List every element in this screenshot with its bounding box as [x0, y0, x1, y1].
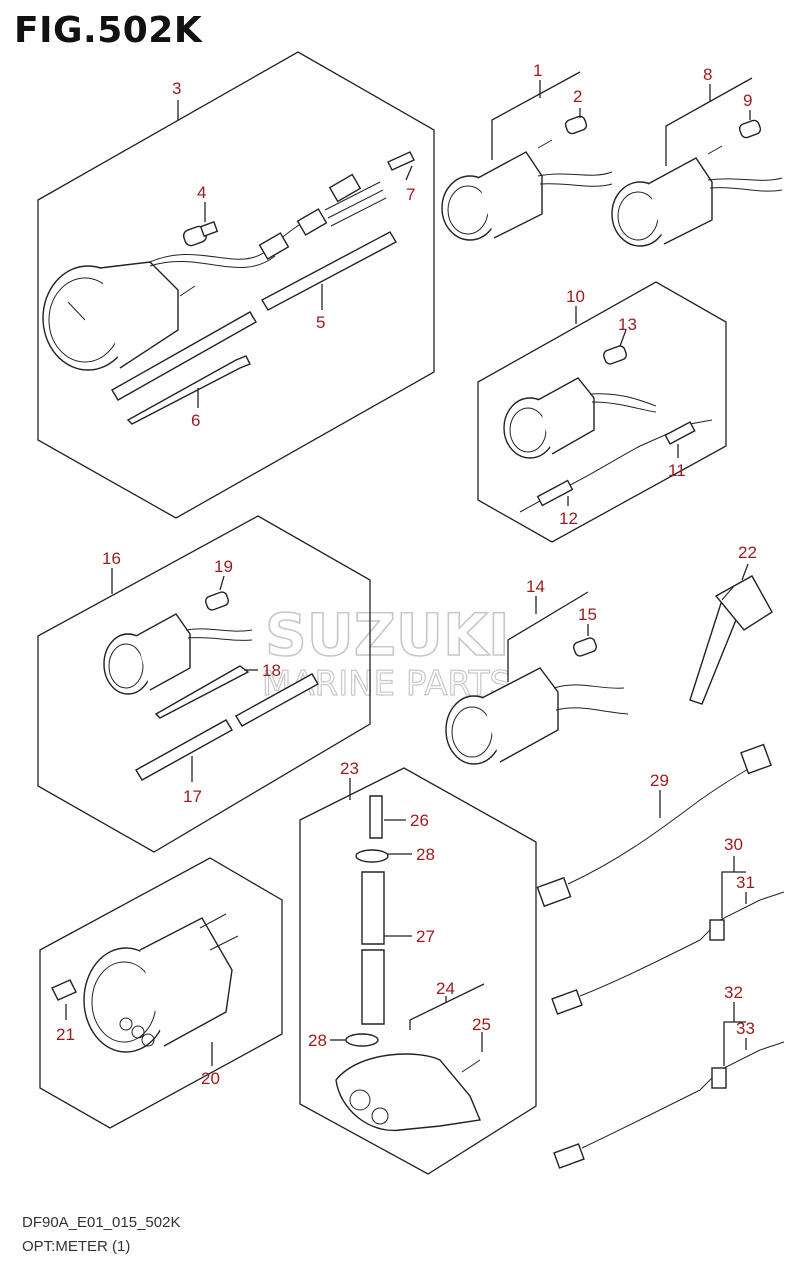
callout-30: 30: [724, 835, 743, 854]
group-1-meter: [441, 115, 613, 241]
callout-18: 18: [262, 661, 281, 680]
figure-name: OPT:METER (1): [22, 1238, 131, 1255]
callout-21: 21: [56, 1025, 75, 1044]
callout-3: 3: [172, 79, 181, 98]
callout-20: 20: [201, 1069, 220, 1088]
callout-11: 11: [668, 461, 686, 480]
group-20-outline: [39, 857, 283, 1129]
group-10-outline: [477, 281, 727, 543]
part-29-harness: [536, 743, 772, 908]
callout-8: 8: [703, 65, 712, 84]
callout-27: 27: [416, 927, 435, 946]
callout-16: 16: [102, 549, 121, 568]
group-14-meter: [445, 637, 629, 765]
callout-19: 19: [214, 557, 233, 576]
callout-14: 14: [526, 577, 545, 596]
callout-1: 1: [533, 61, 542, 80]
callout-4: 4: [197, 183, 206, 202]
figure-title: FIG.502K: [14, 10, 203, 51]
group-8-meter: [611, 119, 783, 247]
part-32-harness: [553, 1041, 785, 1169]
group-3-outline: [37, 51, 435, 519]
callout-17: 17: [183, 787, 202, 806]
callout-10: 10: [566, 287, 585, 306]
callout-32: 32: [724, 983, 743, 1002]
callout-9: 9: [743, 91, 752, 110]
callout-25: 25: [472, 1015, 491, 1034]
group-23-outline: [299, 767, 537, 1175]
group-23-hose-kit: [299, 767, 537, 1175]
callout-2: 2: [573, 87, 582, 106]
callout-22: 22: [738, 543, 757, 562]
callout-28a: 28: [416, 845, 435, 864]
callout-5: 5: [316, 313, 325, 332]
callout-6: 6: [191, 411, 200, 430]
callout-15: 15: [578, 605, 597, 624]
callout-26: 26: [410, 811, 429, 830]
figure-code: DF90A_E01_015_502K: [22, 1214, 181, 1231]
callout-23: 23: [340, 759, 359, 778]
callout-7: 7: [406, 185, 415, 204]
callout-29: 29: [650, 771, 669, 790]
gauge-housing: [99, 261, 179, 369]
part-30-harness: [551, 891, 785, 1015]
callout-31: 31: [736, 873, 755, 892]
callout-13: 13: [618, 315, 637, 334]
group-20-gauge-kit: [39, 857, 283, 1129]
group-16-outline: [37, 515, 371, 853]
group-10-meter-kit: [477, 281, 727, 543]
watermark-brand: SUZUKI: [265, 601, 510, 669]
callout-12: 12: [559, 509, 578, 528]
callout-24: 24: [436, 979, 455, 998]
group-16-meter-kit: [37, 515, 371, 853]
callout-33: 33: [736, 1019, 755, 1038]
callout-28b: 28: [308, 1031, 327, 1050]
part-22-sensor: [689, 575, 773, 705]
group-3-temp-meter-kit: [37, 51, 435, 519]
